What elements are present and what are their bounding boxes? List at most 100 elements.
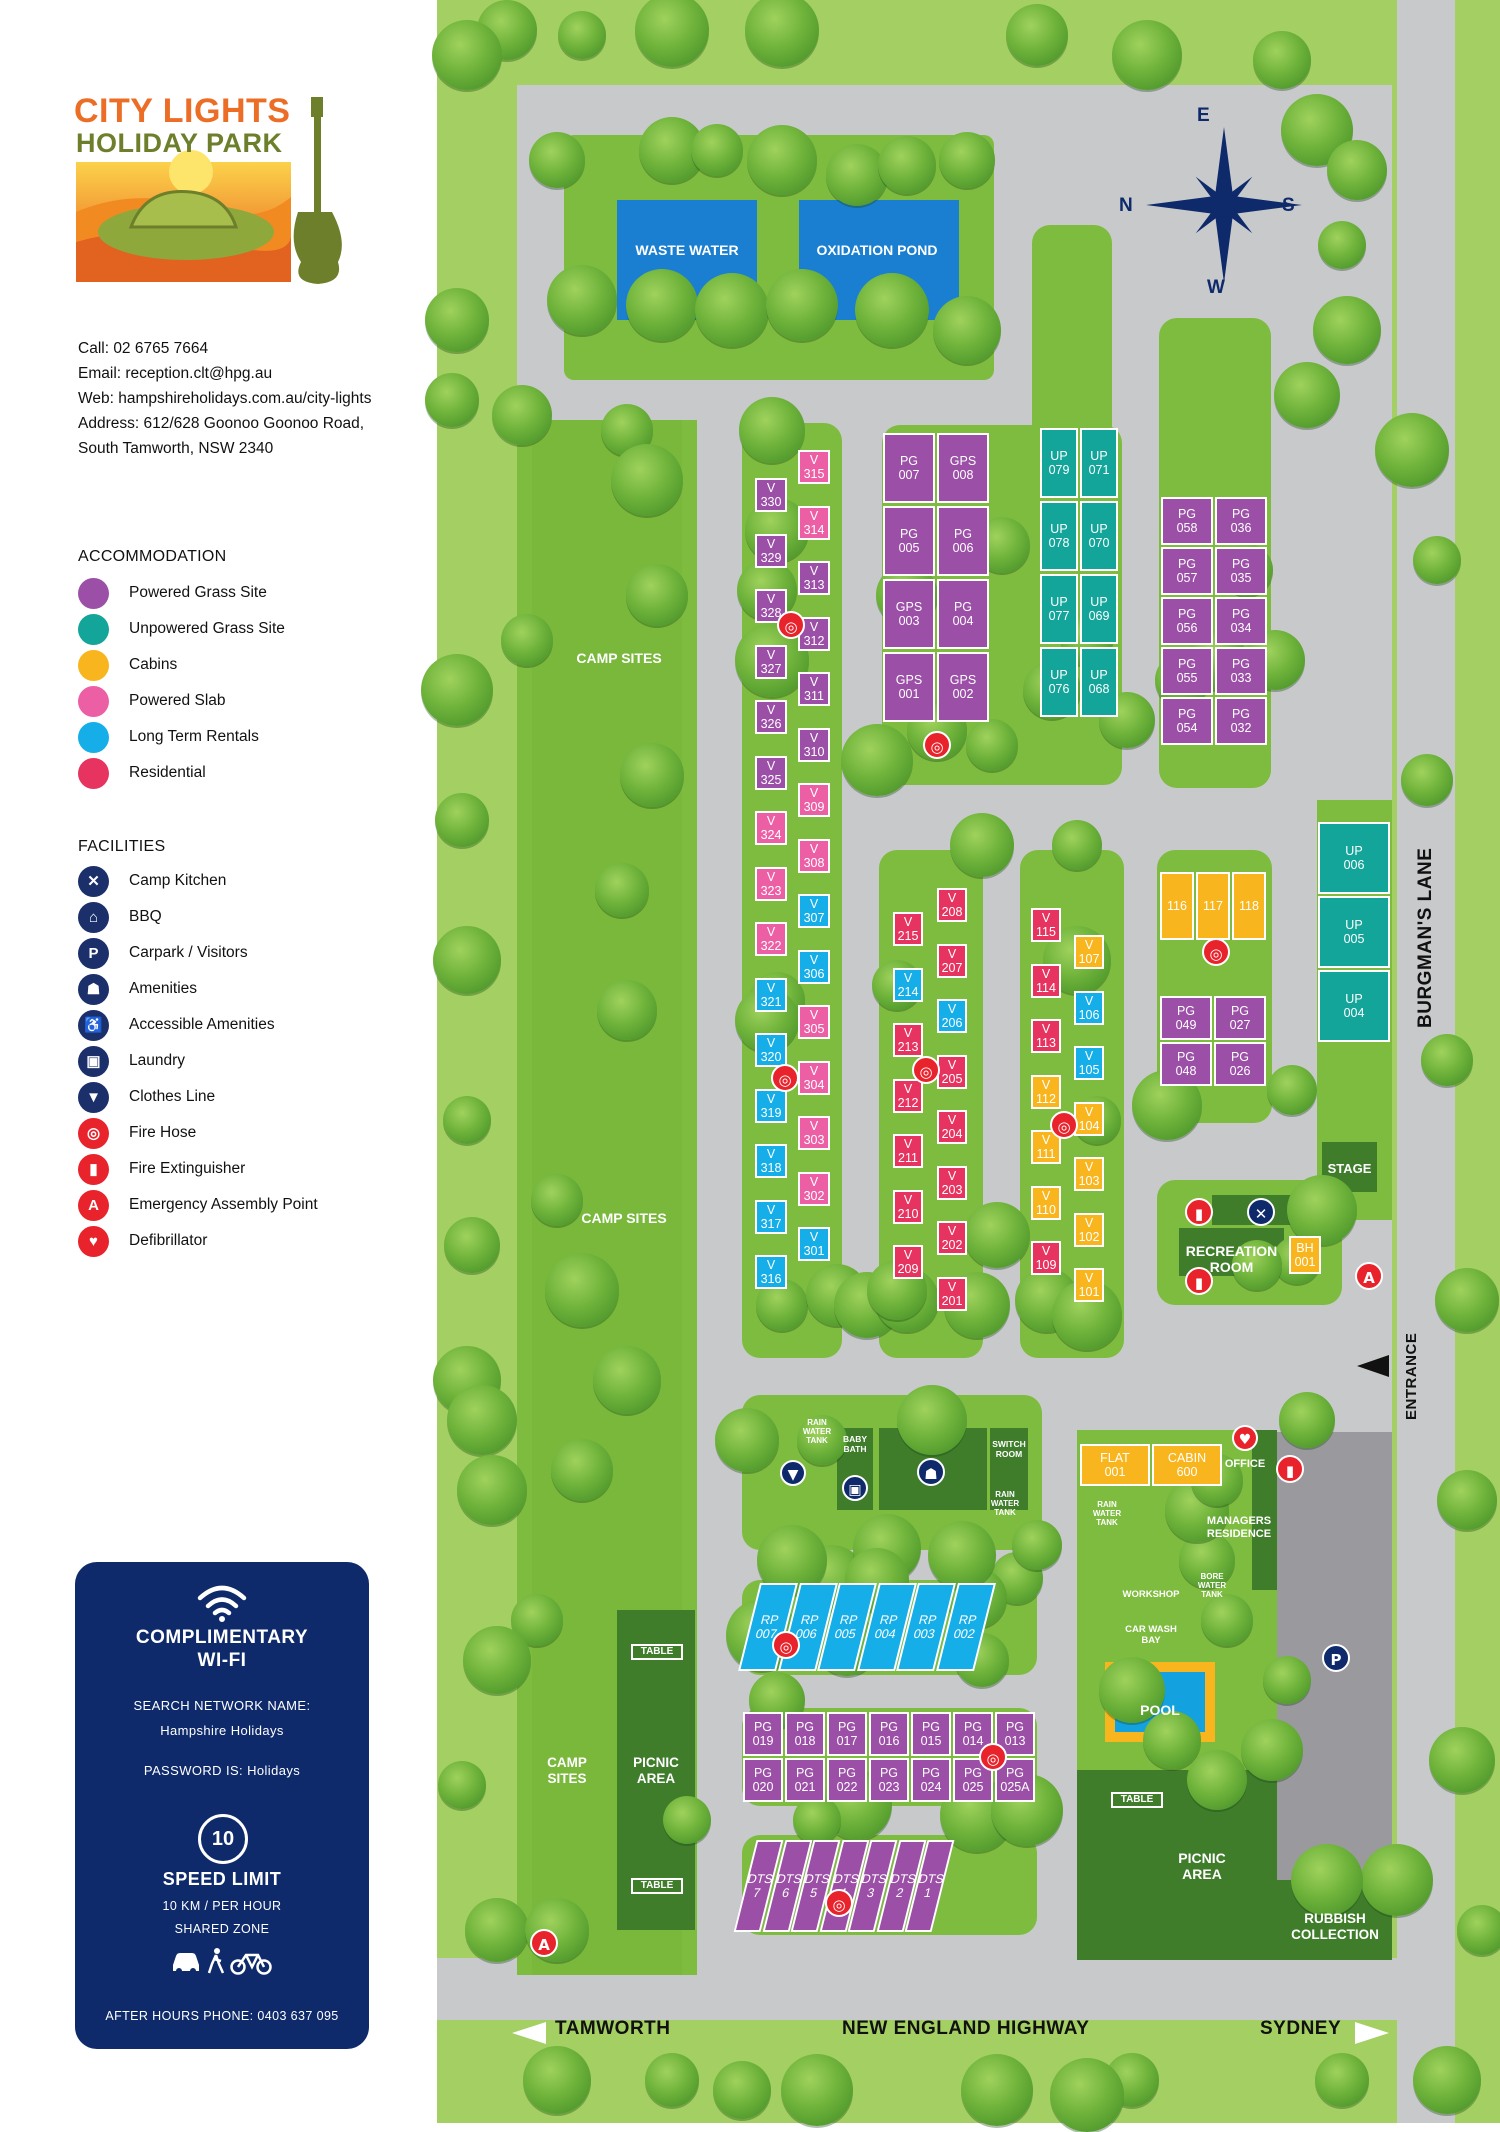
site-label: PG 020: [752, 1766, 774, 1794]
site-label: 116: [1167, 899, 1187, 913]
site-label: V 107: [1078, 938, 1100, 966]
site-tile: V 113: [1031, 1019, 1061, 1053]
web-text: Web: hampshireholidays.com.au/city-light…: [78, 390, 372, 407]
site-tile: V 319: [755, 1088, 787, 1123]
tree-icon: [1267, 1065, 1317, 1115]
site-tile: V 327: [755, 644, 787, 679]
site-label: V 208: [941, 891, 963, 919]
facility-legend-item: ▣Laundry: [78, 1043, 318, 1079]
site-tile: PG 022: [827, 1758, 867, 1802]
site-label: PG 014: [962, 1720, 984, 1748]
tree-icon: [465, 1898, 529, 1962]
legend-sidebar: CITY LIGHTS HOLIDAY PARK Call: 02 6765 7…: [0, 0, 437, 2123]
tree-icon: [841, 724, 913, 796]
site-tile: PG 057: [1161, 547, 1213, 595]
tree-icon: [620, 743, 684, 807]
site-label: PG 024: [920, 1766, 942, 1794]
amenities-icon: ☗: [917, 1458, 945, 1486]
tree-icon: [529, 132, 585, 188]
tree-icon: [745, 0, 819, 67]
site-tile: UP 071: [1080, 428, 1118, 498]
entrance-label: ENTRANCE: [1403, 1332, 1420, 1420]
facility-legend-item: ☗Amenities: [78, 971, 318, 1007]
site-label: V 104: [1078, 1104, 1100, 1133]
site-label: V 206: [941, 1002, 963, 1030]
site-label: V 321: [760, 980, 782, 1009]
tree-icon: [551, 1439, 613, 1501]
accommodation-legend-item: Powered Slab: [78, 683, 285, 719]
shirt-icon: ▼: [78, 1081, 109, 1113]
site-tile: PG 019: [743, 1712, 783, 1756]
tree-icon: [435, 793, 489, 847]
site-label: PG 019: [752, 1720, 774, 1748]
site-label: V 102: [1078, 1215, 1100, 1244]
site-tile: V 201: [937, 1276, 967, 1311]
site-tile: V 328: [755, 589, 787, 623]
tree-icon: [950, 813, 1014, 877]
site-label: PG 049: [1175, 1004, 1197, 1032]
site-tile: PG 033: [1215, 647, 1267, 695]
rain-water-tank-label-1: RAIN WATER TANK: [802, 1418, 832, 1446]
site-tile: V 104: [1074, 1101, 1104, 1136]
park-logo: CITY LIGHTS HOLIDAY PARK: [74, 92, 376, 287]
tree-icon: [1012, 1520, 1062, 1570]
site-label: BH 001: [1294, 1241, 1316, 1269]
site-tile: V 202: [937, 1221, 967, 1255]
site-tile: V 305: [798, 1005, 830, 1039]
site-label: 118: [1239, 899, 1259, 913]
site-label: GPS 008: [949, 454, 977, 482]
site-label: UP 069: [1088, 595, 1110, 623]
tree-icon: [447, 1385, 517, 1455]
site-label: PG 015: [920, 1720, 942, 1748]
tree-icon: [1279, 1392, 1335, 1448]
site-tile: V 115: [1031, 908, 1061, 942]
legend-label: Camp Kitchen: [129, 872, 227, 889]
site-label: V 306: [803, 952, 825, 981]
tree-icon: [444, 1217, 500, 1273]
tree-icon: [531, 1174, 583, 1226]
bbq-icon: ⌂: [78, 901, 109, 933]
tree-icon: [878, 136, 936, 194]
speed-limit-sign: 10: [198, 1814, 248, 1864]
tree-icon: [933, 296, 1001, 364]
site-label: RP 002: [951, 1613, 978, 1641]
site-label: UP 076: [1048, 668, 1070, 696]
wifi-title: COMPLIMENTARY WI-FI: [75, 1626, 369, 1672]
site-tile: PG 016: [869, 1712, 909, 1756]
network-name: Hampshire Holidays: [160, 1723, 284, 1738]
site-label: 117: [1203, 899, 1223, 913]
site-tile: PG 004: [937, 579, 989, 649]
fire-extinguisher-icon: ▮: [78, 1153, 109, 1185]
site-label: RP 005: [833, 1613, 860, 1641]
bore-water-tank-label: BORE WATER TANK: [1197, 1572, 1227, 1600]
facility-legend-item: ♿Accessible Amenities: [78, 1007, 318, 1043]
site-label: V 215: [897, 915, 919, 943]
facility-legend-item: ▮Fire Extinguisher: [78, 1151, 318, 1187]
site-label: GPS 001: [895, 673, 923, 701]
site-label: PG 017: [836, 1720, 858, 1748]
site-label: V 327: [760, 647, 782, 676]
toilets-icon: ☗: [78, 973, 109, 1005]
site-tile: V 315: [798, 450, 830, 484]
site-label: PG 018: [794, 1720, 816, 1748]
site-label: UP 077: [1048, 595, 1070, 623]
site-tile: UP 076: [1040, 647, 1078, 717]
site-tile: V 307: [798, 894, 830, 928]
site-tile: PG 017: [827, 1712, 867, 1756]
tree-icon: [739, 397, 805, 463]
pool-label: POOL: [1140, 1702, 1180, 1718]
site-label: PG 033: [1230, 657, 1252, 685]
site-label: V 303: [803, 1119, 825, 1147]
wifi-title-line1: COMPLIMENTARY: [135, 1627, 309, 1648]
site-label: V 111: [1036, 1133, 1056, 1161]
oxidation-pond-label: OXIDATION POND: [816, 242, 938, 258]
site-tile: V 101: [1074, 1268, 1104, 1302]
site-tile: UP 068: [1080, 647, 1118, 717]
legend-label: Defibrillator: [129, 1232, 208, 1249]
site-label: V 302: [803, 1174, 825, 1203]
site-tile: V 214: [893, 967, 923, 1002]
site-label: PG 026: [1229, 1050, 1251, 1078]
tree-icon: [597, 980, 657, 1040]
site-tile: PG 020: [743, 1758, 783, 1802]
